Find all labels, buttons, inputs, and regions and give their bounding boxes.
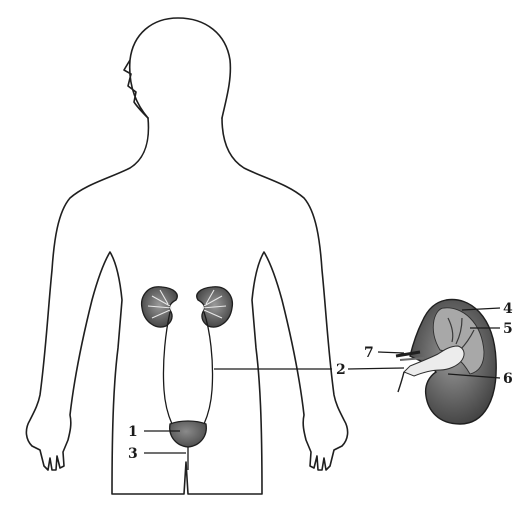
leader-line-6: [447, 373, 501, 379]
label-6: 6: [503, 371, 513, 387]
kidney-cross-section: [395, 298, 497, 425]
label-1: 1: [128, 424, 138, 440]
label-2: 2: [336, 362, 346, 378]
label-3: 3: [128, 446, 138, 462]
label-7: 7: [364, 345, 374, 361]
leader-lines: [144, 307, 501, 454]
bladder: [169, 420, 207, 448]
body-right-kidney: [196, 286, 234, 328]
leader-line-7: [377, 351, 405, 354]
human-body-outline: [25, 17, 349, 495]
label-4: 4: [503, 301, 513, 317]
label-5: 5: [503, 321, 513, 337]
number-labels: 1 2 3 4 5 6 7: [128, 301, 513, 462]
leader-line-4: [461, 307, 501, 311]
leader-line-2-kidney: [347, 367, 405, 370]
ureters: [162, 311, 214, 425]
body-left-kidney: [140, 286, 178, 328]
